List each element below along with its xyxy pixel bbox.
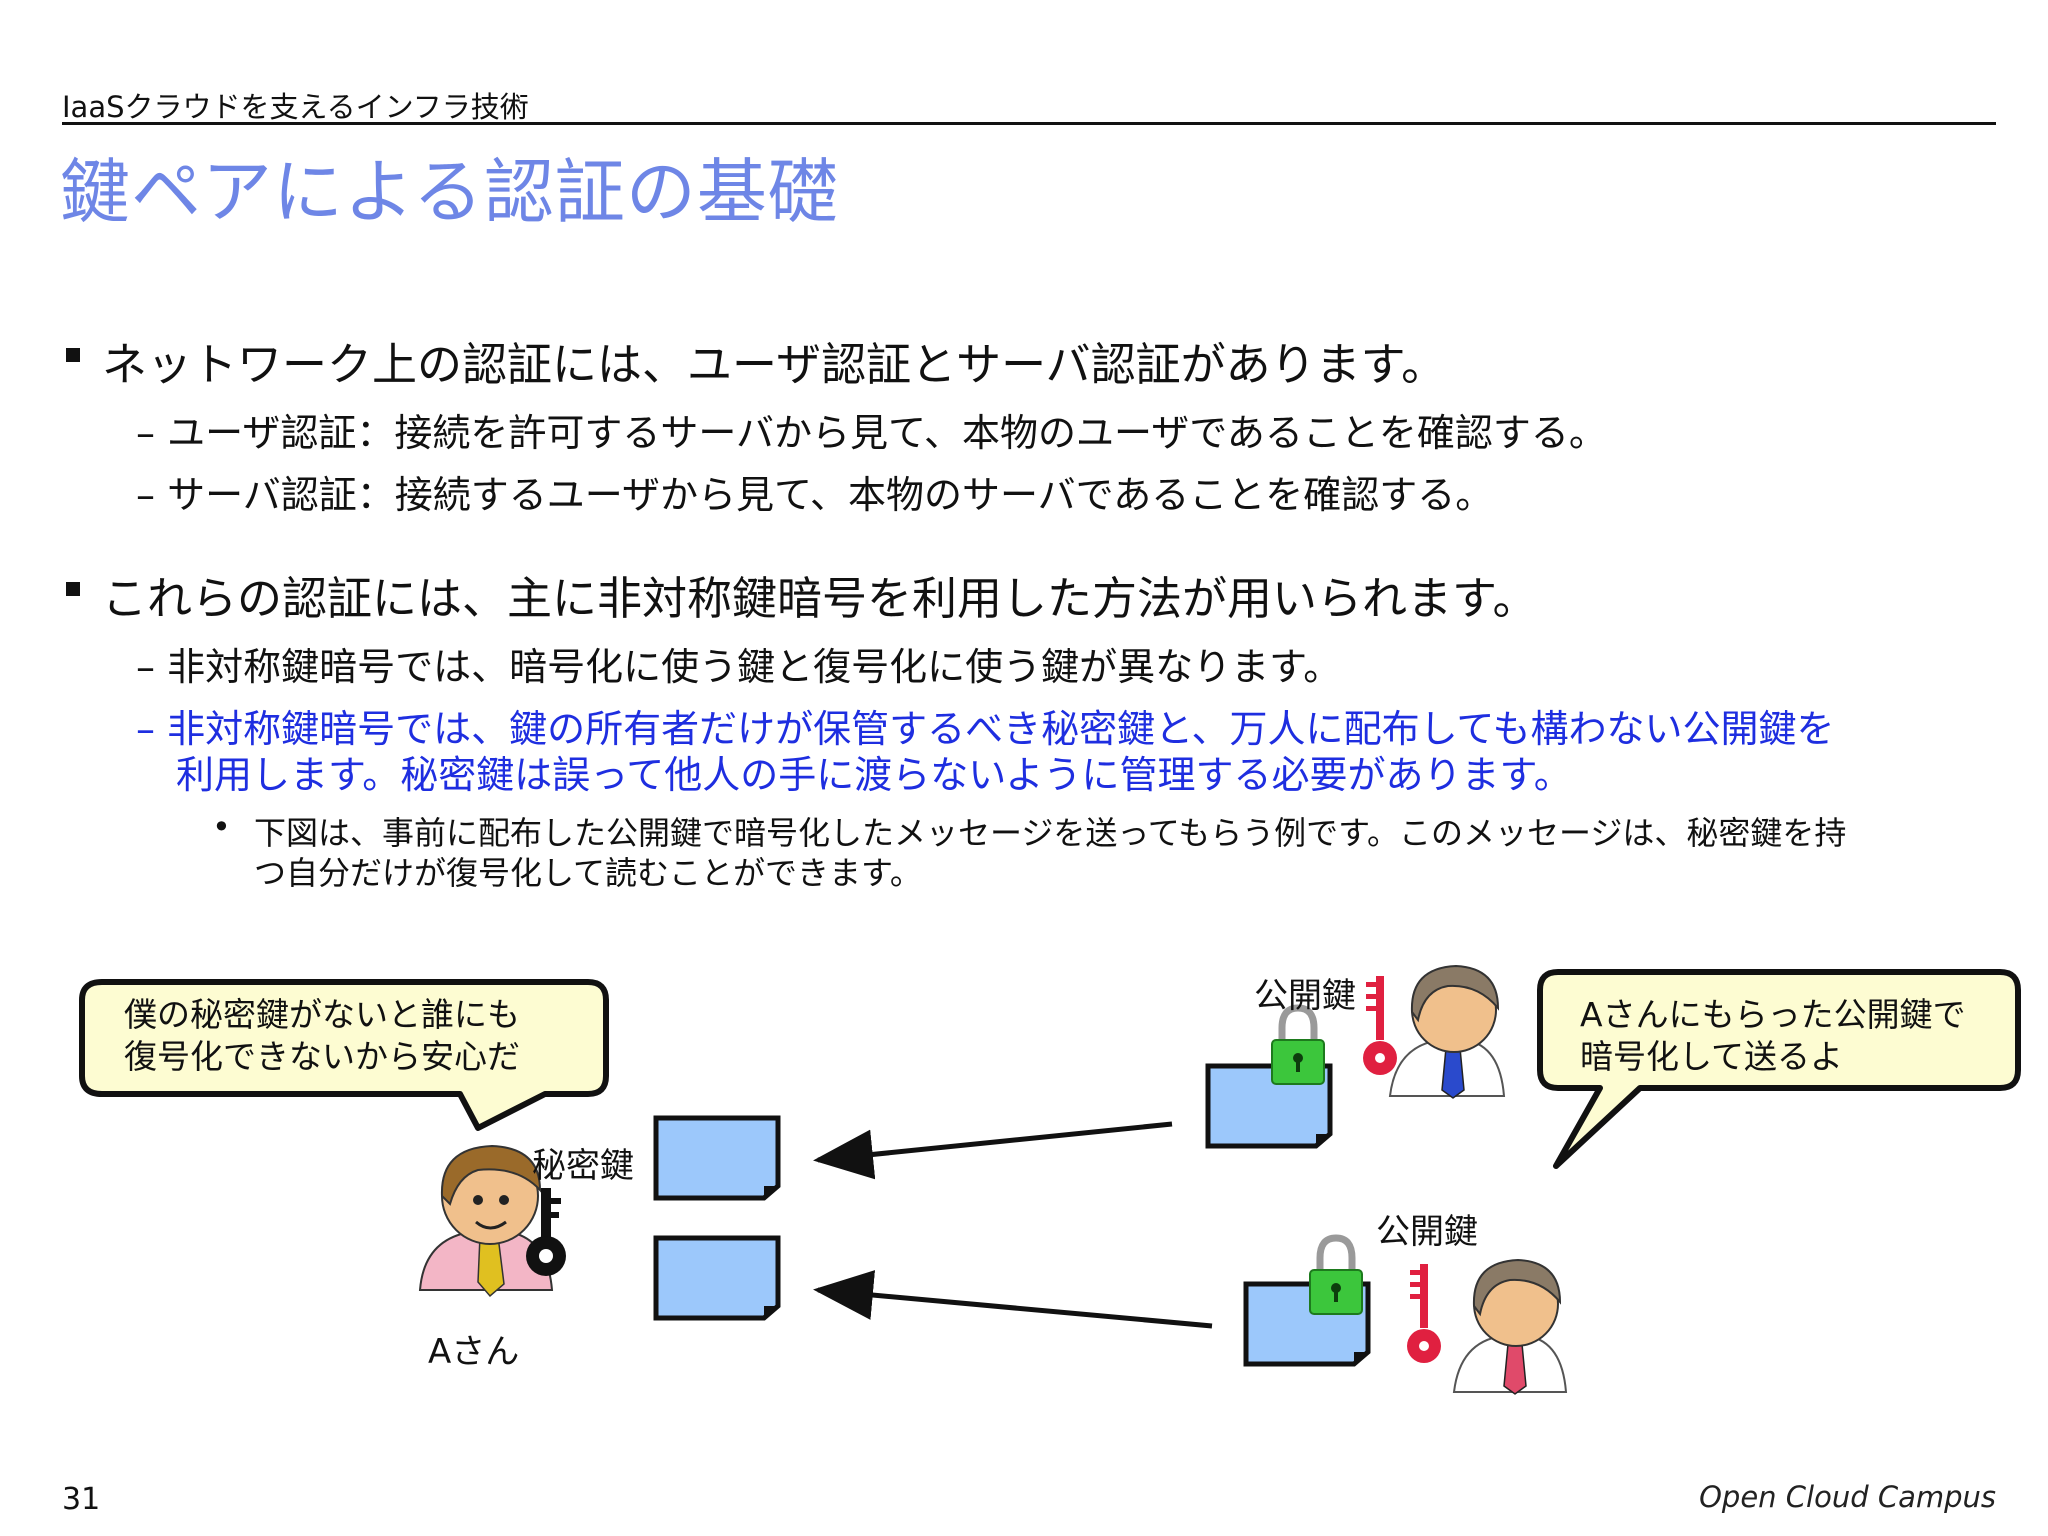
private-key-label: 秘密鍵	[532, 1146, 634, 1186]
person-c-avatar	[1452, 1258, 1568, 1395]
public-key-label-1: 公開鍵	[1254, 976, 1356, 1016]
public-key-icon	[1407, 1264, 1441, 1363]
bubble-right-line-2: 暗号化して送るよ	[1580, 1037, 1844, 1076]
document-icon	[653, 1115, 781, 1201]
arrow-icon	[813, 1121, 1173, 1180]
private-key-icon	[526, 1188, 566, 1276]
person-b-avatar	[1388, 964, 1506, 1099]
arrow-icon	[813, 1270, 1213, 1329]
bullet-2-text: これらの認証には、主に非対称鍵暗号を利用した方法が用いられます。	[102, 572, 1538, 625]
document-icon	[653, 1235, 781, 1321]
person-a-avatar	[418, 1144, 554, 1298]
bullet-2-sub-2-line-1: – 非対称鍵暗号では、鍵の所有者だけが保管するべき秘密鍵と、万人に配布しても構わ…	[136, 707, 1835, 751]
speech-bubble-left	[79, 979, 609, 1131]
bullet-2-sub-3-line-2: つ自分だけが復号化して読むことができます。	[254, 854, 922, 892]
speech-bubble-right	[1537, 969, 2021, 1169]
bubble-left-line-1: 僕の秘密鍵がないと誰にも	[124, 995, 520, 1034]
public-key-label-2: 公開鍵	[1376, 1212, 1478, 1252]
bullet-square-icon	[66, 348, 80, 362]
bullet-1-text: ネットワーク上の認証には、ユーザ認証とサーバ認証があります。	[102, 338, 1447, 391]
padlock-icon	[1271, 1004, 1325, 1085]
public-key-icon	[1363, 976, 1397, 1075]
page-number: 31	[62, 1482, 101, 1517]
header-divider	[62, 122, 1996, 125]
bubble-left-line-2: 復号化できないから安心だ	[124, 1037, 520, 1076]
bullet-1-sub-2: – サーバ認証：接続するユーザから見て、本物のサーバであることを確認する。	[136, 473, 1494, 517]
bullet-2-sub-1: – 非対称鍵暗号では、暗号化に使う鍵と復号化に使う鍵が異なります。	[136, 645, 1342, 689]
footer-brand: Open Cloud Campus	[1699, 1480, 1996, 1514]
bullet-dot-icon: •	[212, 808, 231, 846]
bullet-2-sub-3-line-1: 下図は、事前に配布した公開鍵で暗号化したメッセージを送ってもらう例です。このメッ…	[254, 814, 1847, 852]
bullet-square-icon	[66, 582, 80, 596]
bubble-right-line-1: Aさんにもらった公開鍵で	[1580, 995, 1966, 1034]
bullet-1-sub-1: – ユーザ認証：接続を許可するサーバから見て、本物のユーザであることを確認する。	[136, 411, 1607, 455]
header-subtitle: IaaSクラウドを支えるインフラ技術	[62, 90, 529, 124]
key-pair-diagram	[79, 964, 2021, 1395]
person-a-label: Aさん	[428, 1332, 520, 1372]
bullet-2-sub-2-line-2: 利用します。秘密鍵は誤って他人の手に渡らないように管理する必要があります。	[176, 753, 1572, 797]
padlock-icon	[1309, 1234, 1363, 1315]
page-title: 鍵ペアによる認証の基礎	[60, 151, 839, 233]
